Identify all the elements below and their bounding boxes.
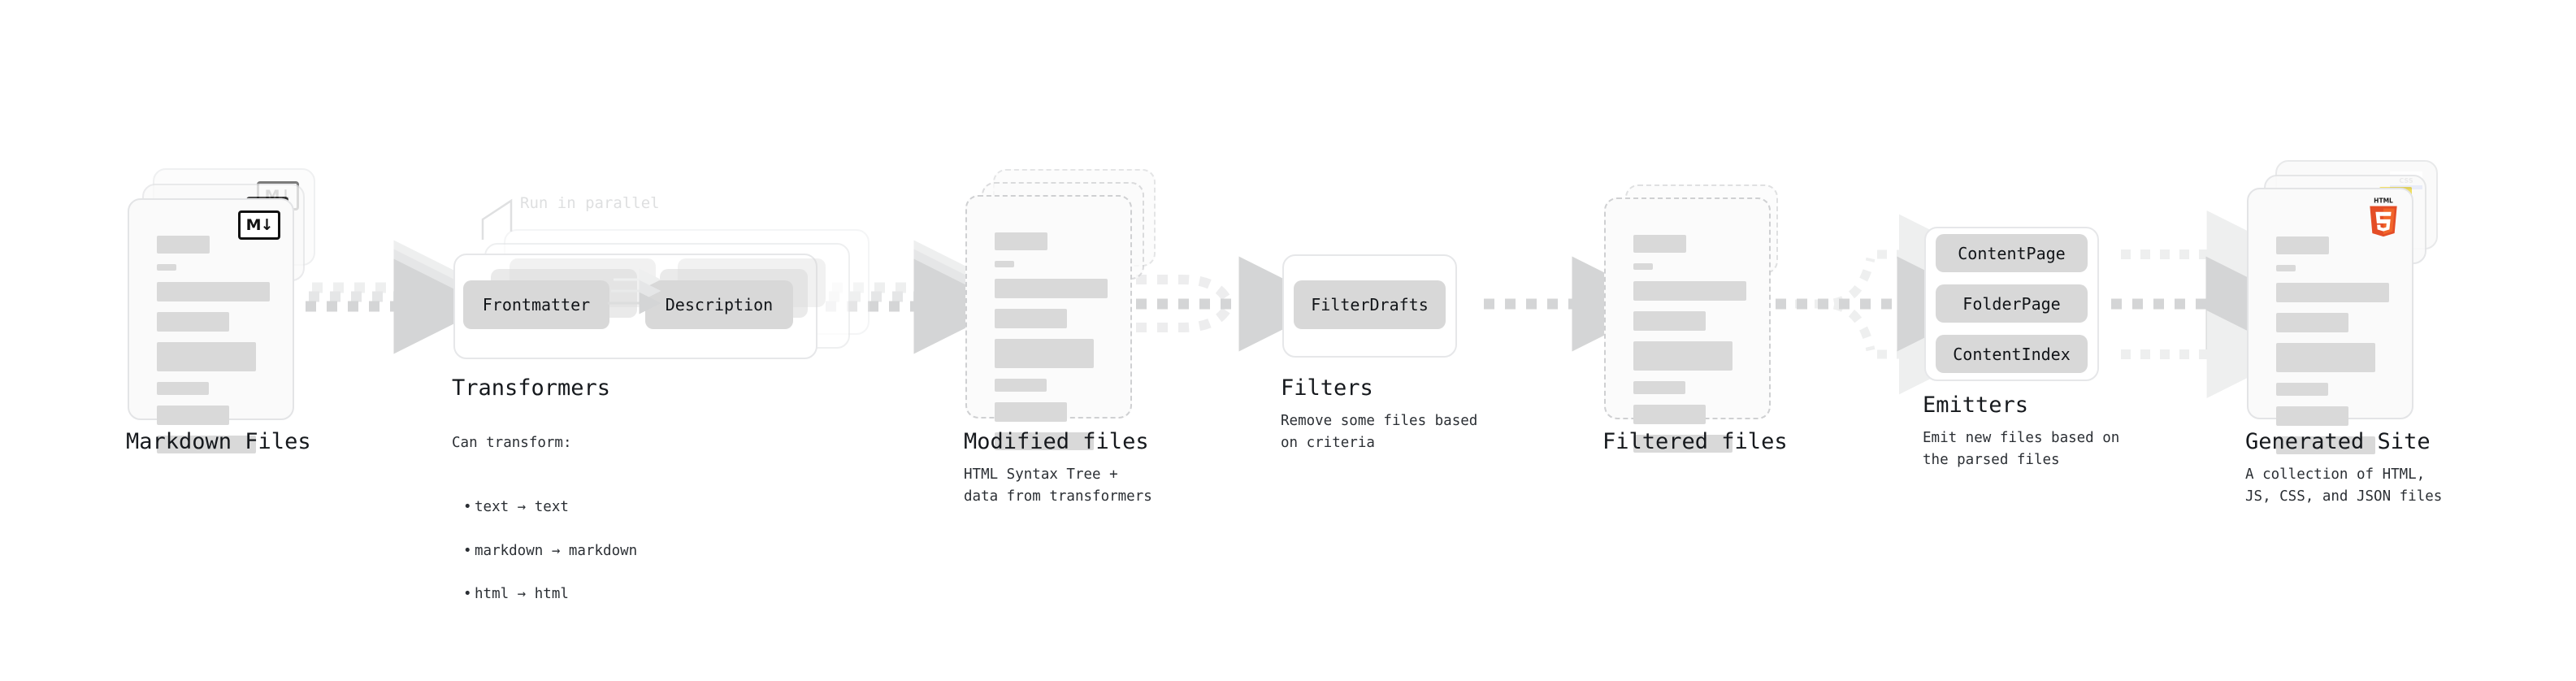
caption-filters: Filters Remove some files based on crite… (1281, 375, 1477, 453)
markdown-badge-front: M↓ (238, 210, 280, 240)
filters-title: Filters (1281, 375, 1373, 401)
filtered-card-front[interactable] (1604, 197, 1771, 453)
connector-emitters-to-site (2111, 210, 2301, 398)
generated-site-title: Generated Site (2245, 429, 2431, 454)
emitters-title: Emitters (1923, 393, 2029, 418)
caption-markdown-files: Markdown Files (126, 429, 311, 454)
card-content-lines (157, 236, 270, 464)
generated-site-subtitle: A collection of HTML, JS, CSS, and JSON … (2245, 466, 2443, 505)
chip-contentindex[interactable]: ContentIndex (1936, 335, 2088, 373)
html5-icon: HTML (2370, 197, 2397, 237)
filters-subtitle: Remove some files based on criteria (1281, 413, 1478, 451)
transformers-subtitle: Can transform: (452, 434, 572, 451)
transformers-bullet: markdown → markdown (463, 540, 637, 562)
connector-filtered-to-emitters (1776, 214, 1993, 395)
transformers-bullet: html → html (463, 583, 637, 605)
connector-markdown-to-transformers (306, 240, 489, 354)
card-content-lines (1633, 235, 1746, 463)
markdown-badge-glyph: M↓ (238, 210, 280, 240)
chip-filterdrafts[interactable]: FilterDrafts (1294, 280, 1446, 329)
svg-text:HTML: HTML (2374, 197, 2393, 205)
filtered-files-title: Filtered files (1602, 429, 1788, 454)
card-content-lines (2276, 236, 2389, 465)
emitters-subtitle: Emit new files based on the parsed files (1923, 430, 2120, 468)
modified-files-title: Modified files (964, 429, 1149, 454)
run-in-parallel-annotation: Run in parallel (520, 194, 660, 212)
caption-filtered-files: Filtered files (1602, 429, 1788, 454)
chip-description[interactable]: Description (645, 280, 793, 329)
caption-emitters: Emitters Emit new files based on the par… (1923, 393, 2119, 471)
markdown-files-title: Markdown Files (126, 429, 311, 454)
chip-folderpage[interactable]: FolderPage (1936, 284, 2088, 323)
transformers-subtitle-block: Can transform: text → text markdown → ma… (452, 410, 637, 648)
modified-files-subtitle: HTML Syntax Tree + data from transformer… (964, 466, 1152, 505)
transformers-bullet-list: text → text markdown → markdown html → h… (452, 475, 637, 627)
modified-card-front[interactable] (965, 195, 1132, 450)
site-card-front[interactable]: HTML (2247, 188, 2413, 454)
markdown-card-front[interactable]: M↓ (128, 198, 294, 453)
caption-modified-files: Modified files HTML Syntax Tree + data f… (964, 429, 1152, 507)
card-content-lines (995, 232, 1108, 461)
caption-transformers: Transformers Can transform: text → text … (452, 375, 637, 648)
caption-generated-site: Generated Site A collection of HTML, JS,… (2245, 429, 2442, 507)
transformers-bullet: text → text (463, 497, 637, 518)
connector-modified-to-filters (1136, 256, 1334, 352)
chip-frontmatter[interactable]: Frontmatter (463, 280, 609, 329)
chip-contentpage[interactable]: ContentPage (1936, 234, 2088, 272)
transformers-title: Transformers (452, 375, 611, 401)
html5-badge-holder: HTML (2366, 197, 2401, 241)
run-in-parallel-label: Run in parallel (520, 194, 660, 212)
